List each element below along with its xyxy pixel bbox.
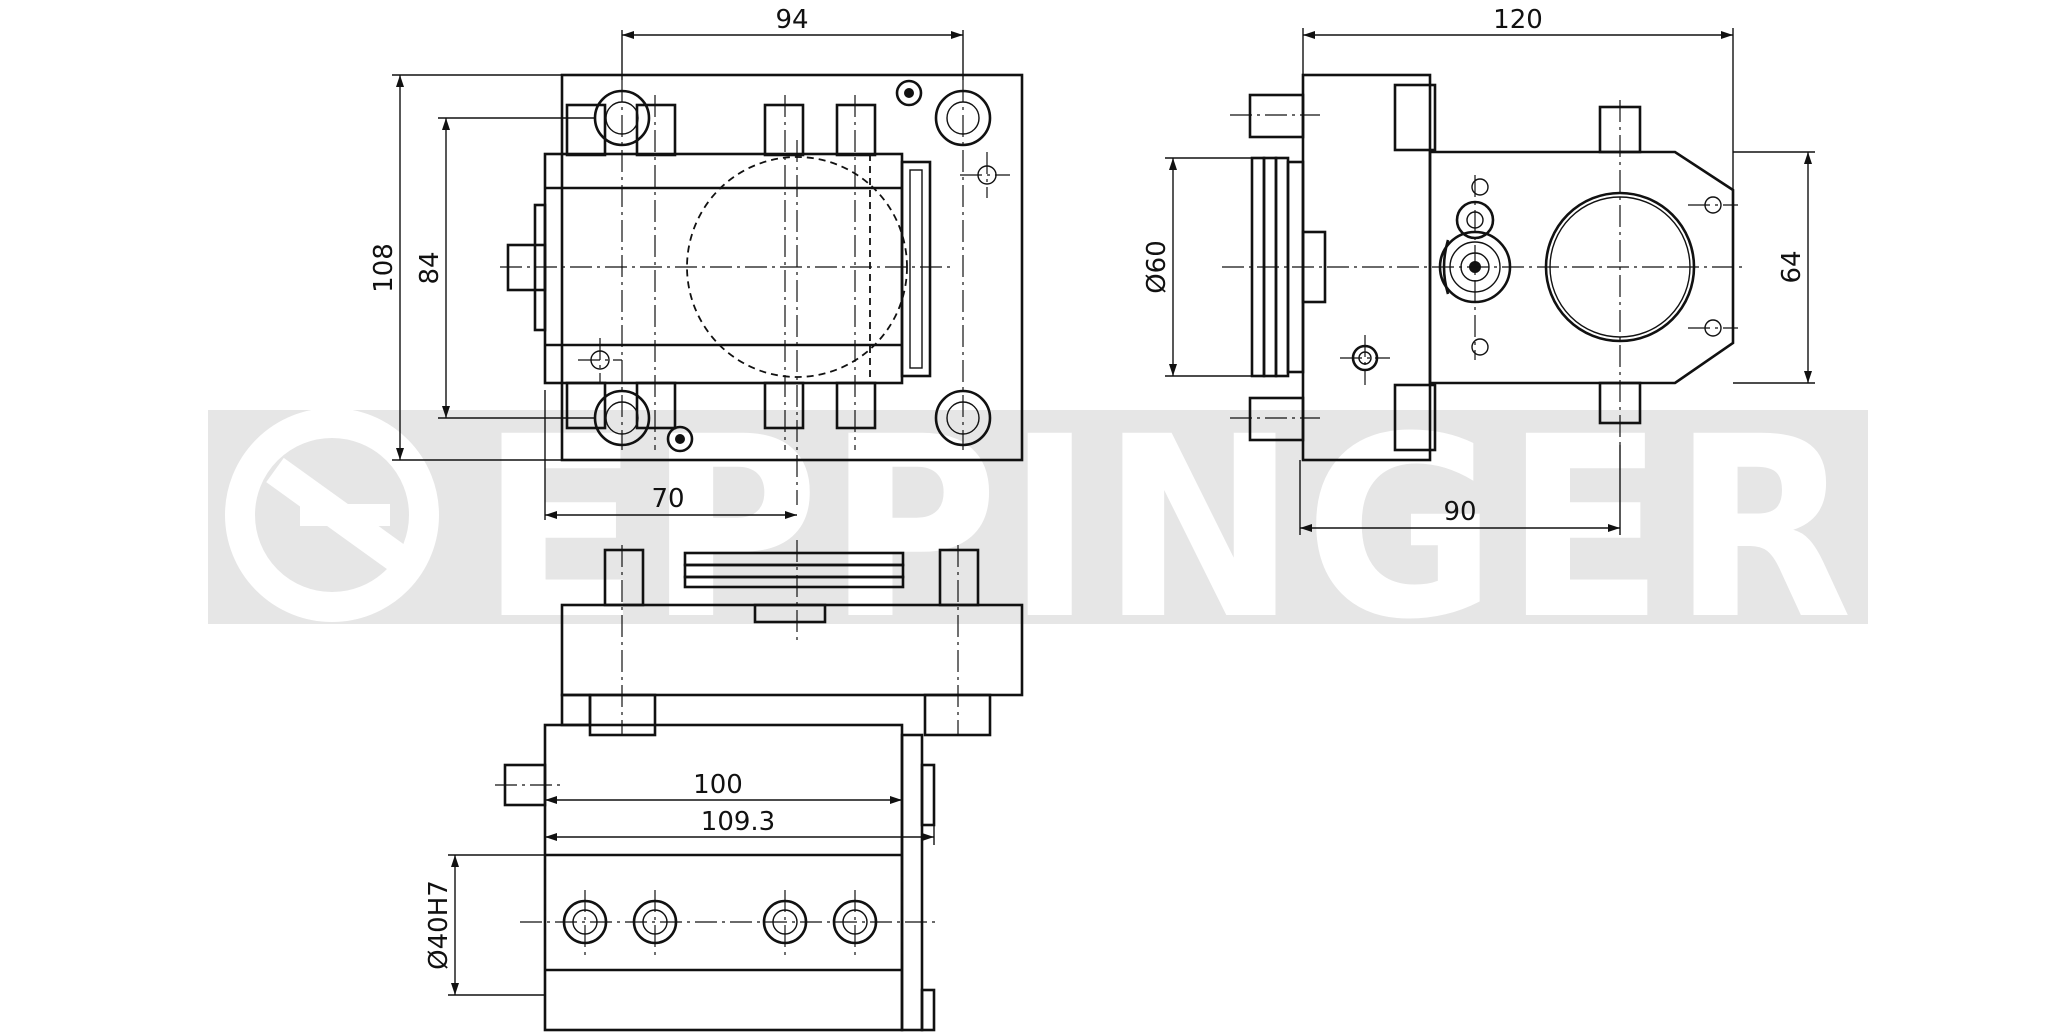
front-view-dimensions: 100 109.3 Ø40H7 xyxy=(424,770,935,996)
dim-top-offset: 70 xyxy=(651,484,684,514)
dim-top-width: 94 xyxy=(775,5,808,35)
dim-outer-height: 108 xyxy=(369,243,399,293)
top-view-dimensions: 94 108 84 70 xyxy=(369,5,964,520)
side-view xyxy=(1222,73,1745,462)
watermark-band xyxy=(208,410,1868,624)
dim-inner-height: 84 xyxy=(415,251,445,284)
watermark-text: EPPINGER xyxy=(480,383,1860,674)
top-view xyxy=(500,73,1024,505)
watermark-logo xyxy=(225,408,439,622)
dim-front-width: 100 xyxy=(693,770,743,800)
dim-front-bore: Ø40H7 xyxy=(424,880,454,970)
dim-front-overall: 109.3 xyxy=(701,807,775,837)
dim-bore-diameter: Ø60 xyxy=(1142,240,1172,294)
dim-side-height: 64 xyxy=(1777,250,1807,283)
dim-side-width: 120 xyxy=(1493,5,1543,35)
side-view-dimensions: 120 90 Ø60 64 xyxy=(1142,5,1815,535)
dim-side-offset: 90 xyxy=(1443,497,1476,527)
front-view xyxy=(495,540,1024,1032)
watermark: EPPINGER xyxy=(208,383,1868,674)
